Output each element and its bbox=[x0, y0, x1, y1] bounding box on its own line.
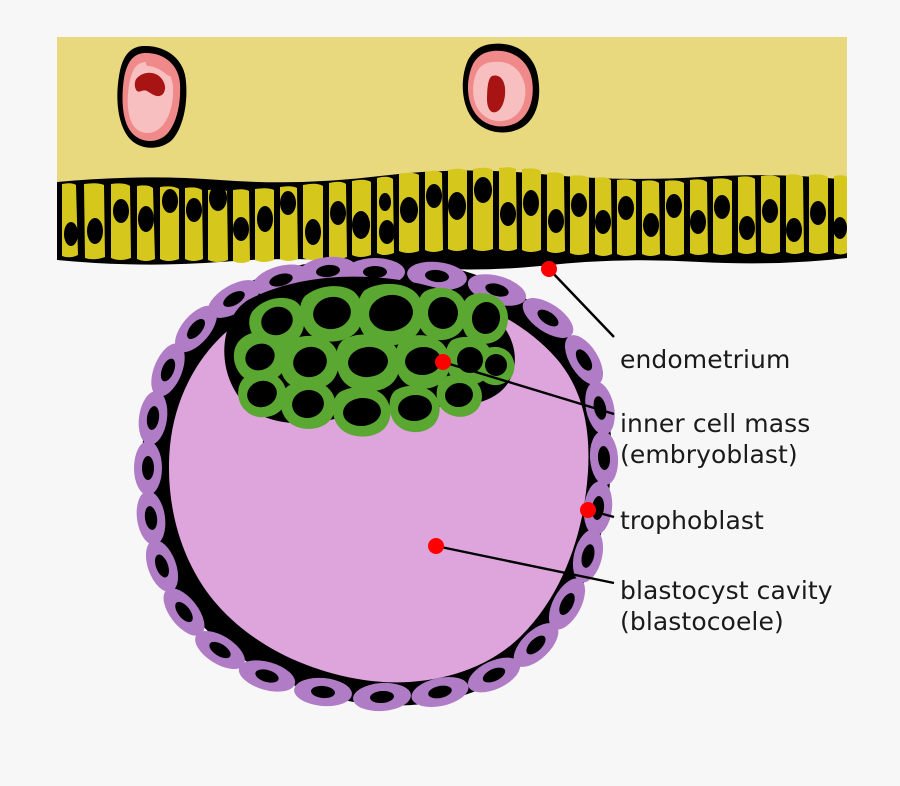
endometrial-gland-right bbox=[462, 43, 540, 133]
annotation-markers bbox=[428, 261, 596, 554]
endometrial-gland-left bbox=[117, 45, 187, 148]
leader-inner-cell-mass bbox=[442, 360, 615, 416]
label-blastocyst-cavity-line2: (blastocoele) bbox=[620, 607, 784, 636]
label-endometrium: endometrium bbox=[620, 345, 791, 374]
annotation-leaders bbox=[435, 268, 615, 585]
marker-trophoblast bbox=[580, 502, 596, 518]
endometrium-group bbox=[57, 37, 847, 270]
epithelium-nuclei bbox=[64, 177, 847, 246]
marker-endometrium bbox=[541, 261, 557, 277]
label-inner-cell-mass-line2: (embryoblast) bbox=[620, 440, 798, 469]
leader-endometrium bbox=[548, 268, 615, 338]
blastocyst-group bbox=[134, 256, 619, 712]
marker-blastocyst-cavity bbox=[428, 538, 444, 554]
marker-inner-cell-mass bbox=[435, 354, 451, 370]
trophoblast-nuclei bbox=[142, 264, 611, 704]
endometrium-stroma bbox=[57, 37, 847, 183]
leader-blastocyst-cavity bbox=[435, 544, 615, 585]
label-inner-cell-mass: inner cell mass bbox=[620, 409, 811, 438]
label-blastocyst-cavity: blastocyst cavity bbox=[620, 576, 833, 605]
inner-cell-mass-nuclei bbox=[245, 294, 507, 427]
label-trophoblast: trophoblast bbox=[620, 506, 764, 535]
